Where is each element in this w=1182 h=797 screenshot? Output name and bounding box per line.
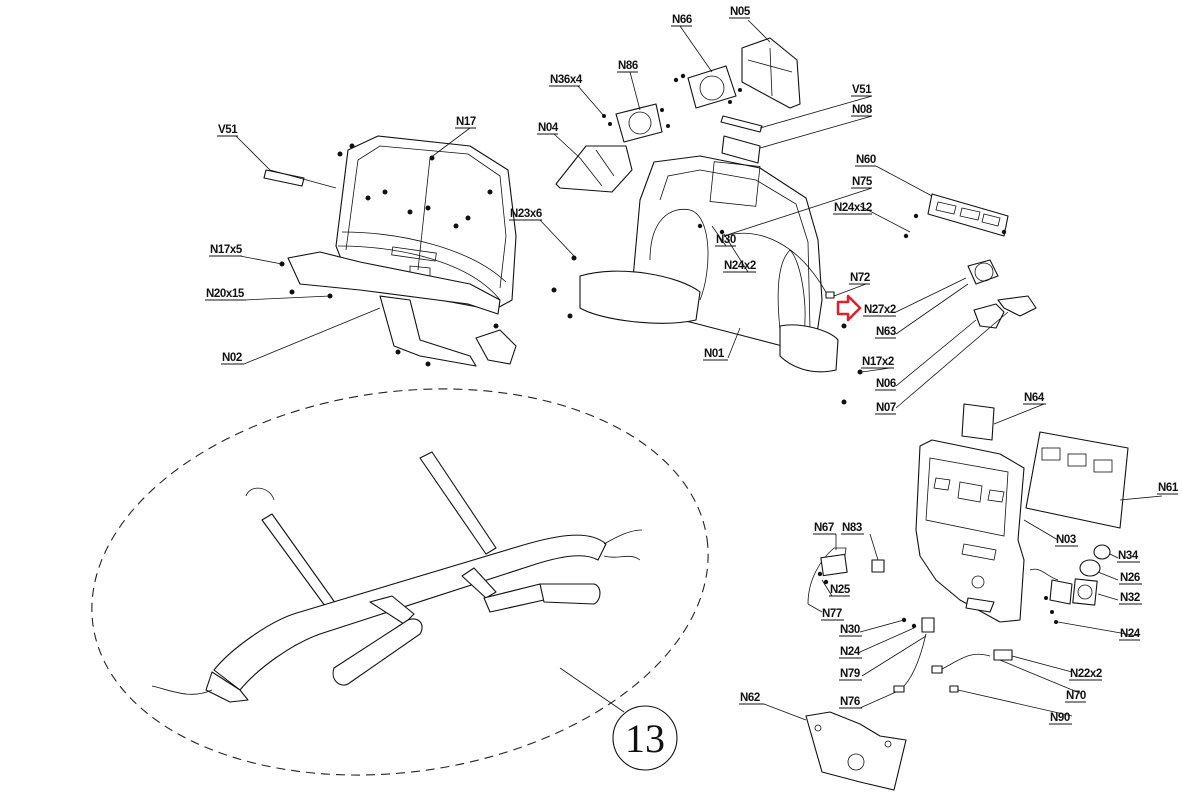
part-n64-film bbox=[961, 403, 995, 441]
callout-n90: N90 bbox=[1050, 712, 1070, 724]
callout-n79: N79 bbox=[840, 668, 860, 680]
part-n60-panel bbox=[903, 193, 1009, 239]
callout-n24x12: N24x12 bbox=[834, 202, 872, 214]
part-n02-lower-bracket bbox=[279, 251, 517, 367]
callout-n62: N62 bbox=[740, 692, 760, 704]
callout-n34: N34 bbox=[1118, 550, 1139, 562]
callout-n70: N70 bbox=[1066, 690, 1086, 702]
callout-n66: N66 bbox=[672, 14, 692, 26]
callout-n61: N61 bbox=[1158, 482, 1179, 494]
callout-n30-bottom: N30 bbox=[840, 624, 860, 636]
callout-n75: N75 bbox=[852, 176, 873, 188]
callout-n22x2: N22x2 bbox=[1070, 668, 1102, 680]
callout-n06: N06 bbox=[876, 378, 896, 390]
callout-n02: N02 bbox=[222, 352, 242, 364]
handlebar-frame bbox=[151, 451, 643, 703]
part-n01-console-frame bbox=[551, 155, 863, 405]
callout-n24x2: N24x2 bbox=[724, 260, 756, 272]
part-n61-overlay bbox=[1025, 431, 1129, 529]
part-n32-n26-n34-speaker bbox=[1029, 544, 1111, 624]
callout-n05: N05 bbox=[730, 6, 751, 18]
callout-v51-left: V51 bbox=[218, 124, 238, 136]
part-n86-display bbox=[602, 103, 670, 143]
callout-n17x5: N17x5 bbox=[210, 244, 243, 256]
highlight-arrow-icon bbox=[836, 294, 862, 322]
callout-n17x2: N17x2 bbox=[862, 356, 894, 368]
part-n67-cable bbox=[807, 547, 885, 605]
callout-n08: N08 bbox=[852, 104, 873, 116]
part-n03-console-front bbox=[915, 439, 1025, 623]
callout-n01: N01 bbox=[704, 348, 725, 360]
callout-n77: N77 bbox=[822, 608, 842, 620]
part-n04-cover bbox=[555, 145, 633, 193]
part-n79-n76-n70-cables bbox=[893, 617, 1013, 693]
assembly-13-number: 13 bbox=[625, 716, 665, 761]
leader-lines bbox=[235, 19, 1163, 721]
callout-n32: N32 bbox=[1120, 592, 1140, 604]
callout-n07: N07 bbox=[876, 402, 896, 414]
callout-n60: N60 bbox=[856, 154, 876, 166]
part-v51-strip-left bbox=[263, 169, 305, 187]
part-v51-strip-top bbox=[720, 115, 763, 133]
callout-n23x6: N23x6 bbox=[510, 208, 542, 220]
part-n08-sticker bbox=[721, 135, 761, 164]
part-n63-fan bbox=[967, 259, 999, 285]
callout-n24-right: N24 bbox=[1120, 628, 1141, 640]
part-n06-n07-brackets bbox=[973, 295, 1037, 329]
callout-n17: N17 bbox=[456, 116, 476, 128]
callout-n83: N83 bbox=[842, 522, 862, 534]
callout-n27x2: N27x2 bbox=[864, 304, 896, 316]
callout-labels: N05 N66 N86 N36x4 V51 N08 N04 V51 N17 N6… bbox=[205, 6, 1179, 725]
callout-n76: N76 bbox=[840, 696, 860, 708]
callout-v51-top: V51 bbox=[852, 84, 872, 96]
part-n05-cover bbox=[741, 37, 801, 109]
part-n66-display bbox=[673, 65, 742, 109]
callout-n30-top: N30 bbox=[716, 234, 736, 246]
callout-n72: N72 bbox=[850, 272, 870, 284]
callout-n04: N04 bbox=[538, 122, 559, 134]
callout-n24-left: N24 bbox=[840, 646, 861, 658]
callout-n67: N67 bbox=[814, 522, 834, 534]
callout-n86: N86 bbox=[618, 60, 638, 72]
callout-n64: N64 bbox=[1024, 392, 1045, 404]
part-n62-plate bbox=[805, 711, 907, 791]
subassembly-13-group: 13 bbox=[91, 388, 709, 776]
callout-n36x4: N36x4 bbox=[550, 74, 583, 86]
callout-n20x15: N20x15 bbox=[206, 288, 245, 300]
callout-n25: N25 bbox=[830, 584, 851, 596]
assembly-13-marker bbox=[612, 705, 678, 771]
callout-n63: N63 bbox=[876, 326, 896, 338]
callout-n03: N03 bbox=[1056, 534, 1076, 546]
callout-n26: N26 bbox=[1120, 572, 1140, 584]
